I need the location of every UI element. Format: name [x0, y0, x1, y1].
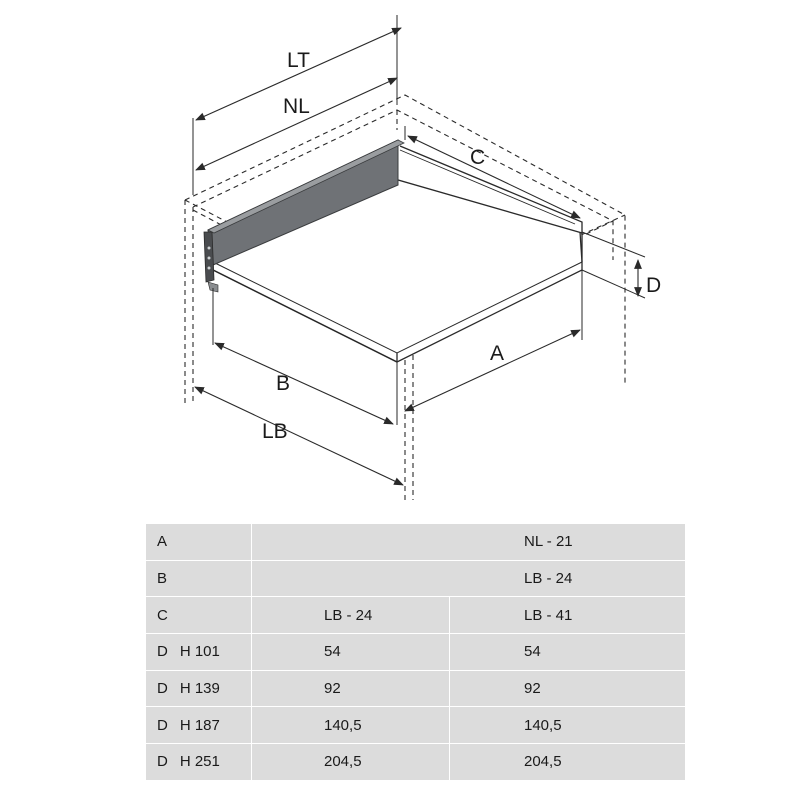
table-row: A NL - 21	[145, 523, 687, 561]
row-value-col2: 204,5	[448, 743, 687, 781]
row-value: LB - 24	[250, 559, 687, 598]
table-row: B LB - 24	[145, 559, 687, 598]
row-value-col1: 140,5	[251, 706, 450, 745]
label-nl: NL	[283, 95, 310, 118]
row-sublabel: H 187	[179, 716, 220, 734]
row-value-col1: 54	[251, 633, 450, 671]
label-a: A	[490, 342, 504, 365]
row-sublabel: H 139	[179, 680, 220, 698]
row-value-col2: 140,5	[448, 706, 687, 745]
label-d: D	[646, 274, 661, 297]
row-value-col2: LB - 41	[448, 596, 687, 635]
dimension-lb	[194, 386, 404, 486]
row-label: C	[145, 596, 252, 635]
row-value: NL - 21	[250, 523, 687, 561]
label-c: C	[470, 146, 485, 169]
dimension-lines	[194, 27, 642, 486]
row-value-col1: LB - 24	[251, 596, 450, 635]
row-value-col2: 54	[448, 633, 687, 671]
dimension-c	[407, 135, 581, 219]
row-sublabel: H 251	[179, 753, 220, 771]
label-lb: LB	[262, 420, 288, 443]
row-value-col1: 204,5	[251, 743, 450, 781]
drawer-dimension-diagram: LT NL C D A B LB	[184, 15, 661, 500]
row-value-col2: 92	[448, 669, 687, 708]
row-label: B	[145, 559, 252, 598]
label-b: B	[276, 372, 290, 395]
row-label: A	[145, 523, 252, 561]
dimension-nl	[195, 77, 398, 171]
row-sublabel: H 101	[179, 643, 220, 661]
table-row: C LB - 24 LB - 41	[145, 596, 687, 635]
dimension-b	[214, 342, 394, 425]
dimension-a	[404, 329, 581, 412]
row-value-col1: 92	[251, 669, 450, 708]
label-lt: LT	[287, 49, 310, 72]
